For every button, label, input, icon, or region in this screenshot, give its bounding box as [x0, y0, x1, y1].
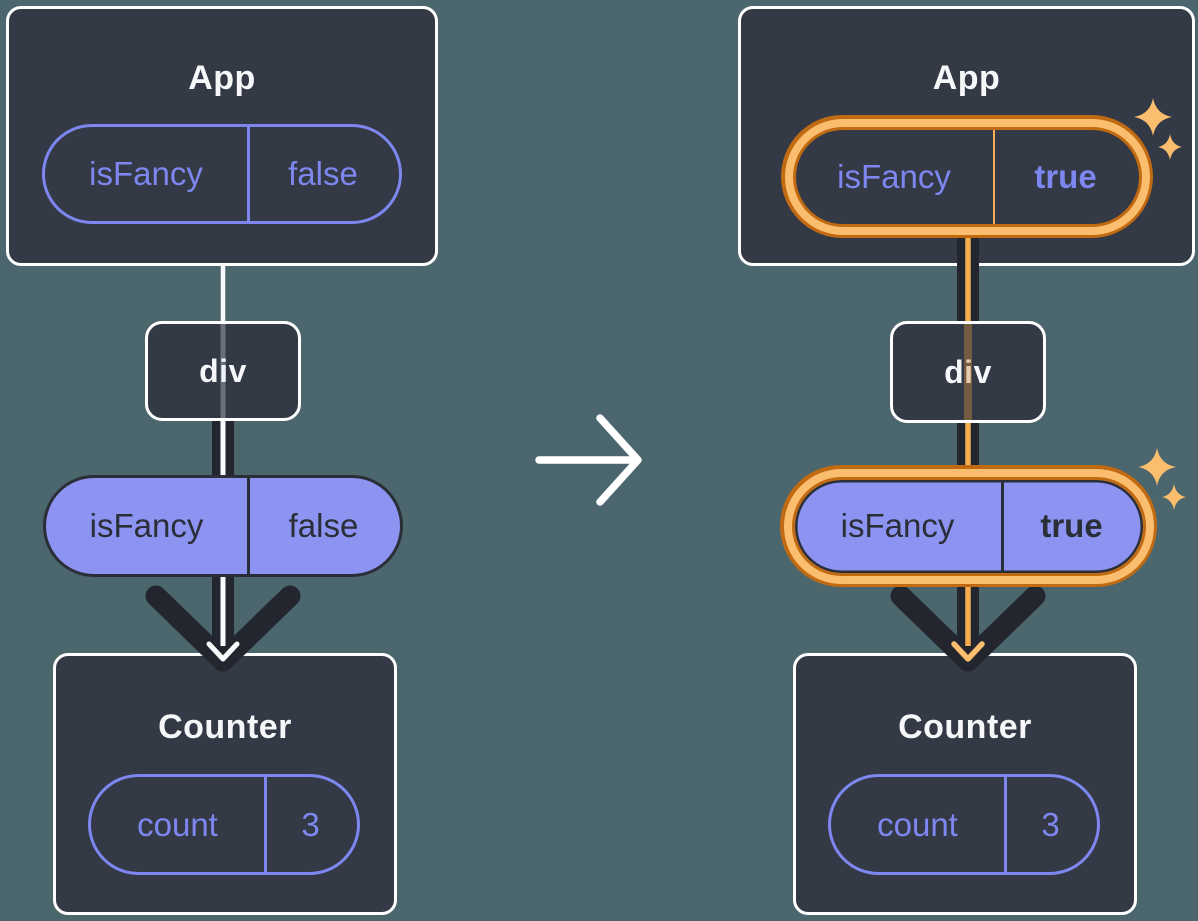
after-count-value: 3	[1041, 805, 1060, 843]
after-prop-value: true	[1040, 507, 1103, 544]
highlight-band: isFancy true	[784, 118, 1150, 235]
pill-divider	[1000, 479, 1004, 573]
after-counter-title: Counter	[898, 708, 1032, 746]
pill-divider	[1004, 777, 1007, 872]
pill-divider	[247, 127, 250, 221]
flow-line-ghost	[964, 324, 972, 420]
before-div-label: div	[199, 352, 247, 389]
before-counter-state-pill: count 3	[88, 774, 360, 875]
before-app-prop-name: isFancy	[89, 155, 203, 192]
after-counter-state-pill: count 3	[828, 774, 1100, 875]
after-app-state-pill: isFancy true	[792, 126, 1142, 227]
pill-divider	[264, 777, 267, 872]
before-app-title: App	[188, 59, 256, 97]
highlight-band: isFancy true	[783, 468, 1154, 584]
before-app-state-pill: isFancy false	[42, 124, 402, 224]
before-prop-value: false	[288, 507, 359, 544]
pill-divider	[247, 478, 250, 574]
after-app-state-highlight: isFancy true	[781, 115, 1153, 238]
after-prop-highlight: isFancy true	[780, 465, 1157, 587]
before-app-prop-value: false	[288, 155, 358, 192]
after-prop-name: isFancy	[840, 507, 955, 544]
before-count-name: count	[137, 805, 218, 843]
after-app-prop-name: isFancy	[837, 157, 951, 195]
flow-line-ghost	[220, 324, 226, 418]
after-div-node: div	[890, 321, 1046, 423]
before-prop-name: isFancy	[89, 507, 204, 544]
before-prop-pill: isFancy false	[43, 475, 403, 577]
after-app-prop-value: true	[1034, 157, 1097, 195]
after-count-name: count	[877, 805, 958, 843]
after-prop-pill: isFancy true	[791, 476, 1146, 576]
after-app-title: App	[932, 59, 1001, 97]
pill-divider	[992, 129, 995, 224]
before-count-value: 3	[301, 805, 320, 843]
before-div-node: div	[145, 321, 301, 421]
before-counter-title: Counter	[158, 708, 292, 746]
